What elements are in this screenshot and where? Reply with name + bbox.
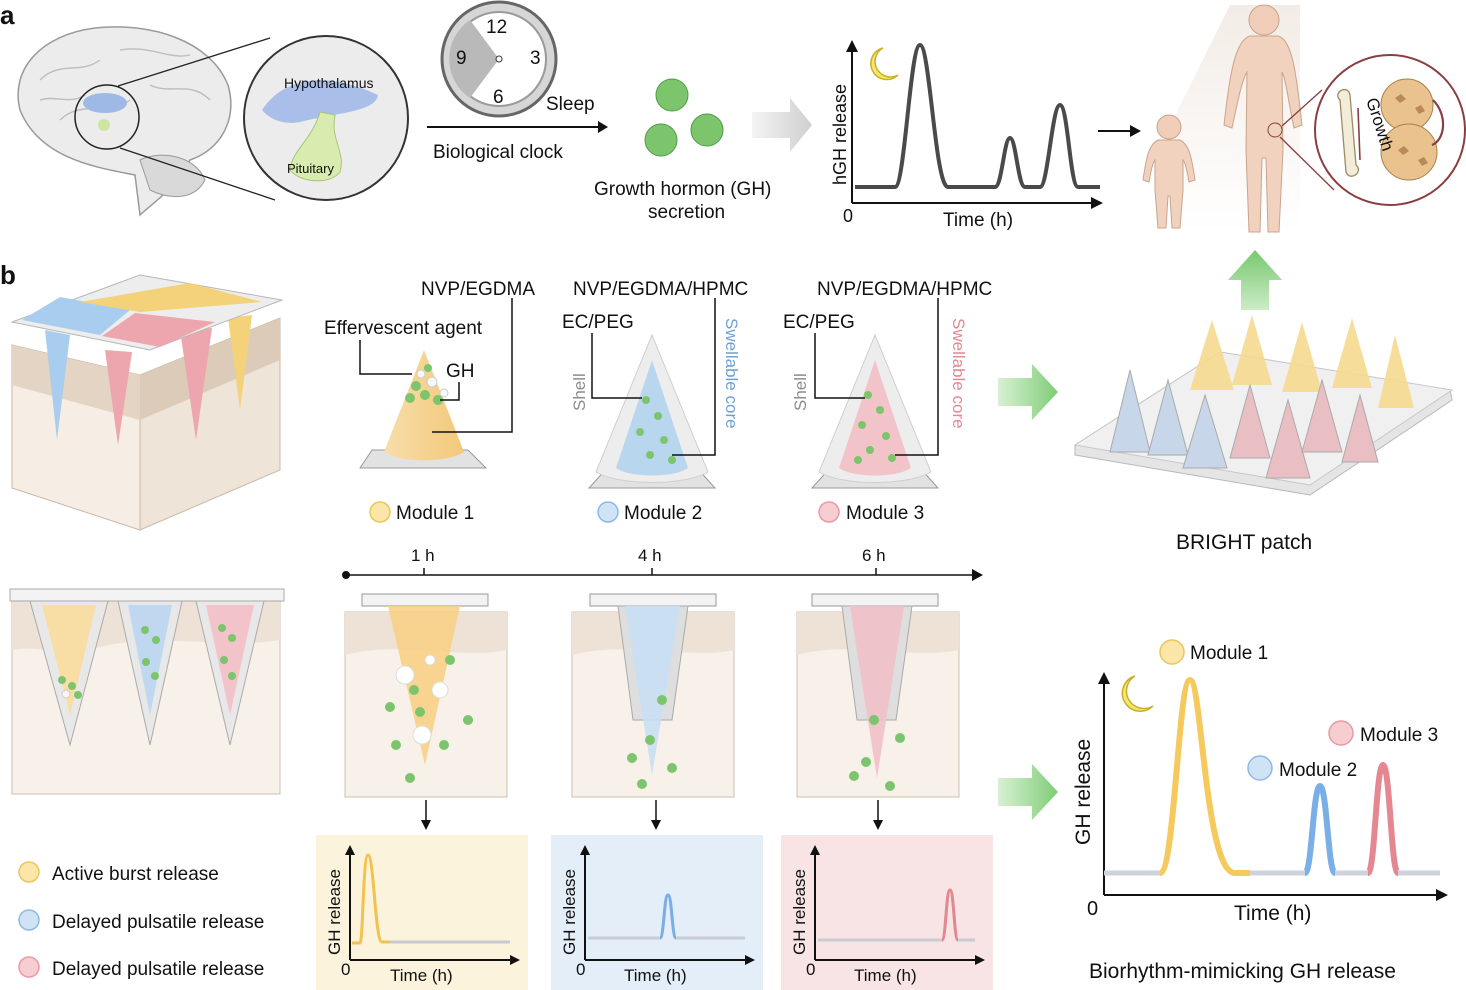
mini2-xlabel: Time (h) (624, 966, 687, 985)
module1-gh: GH (446, 361, 475, 382)
grey-arrow (752, 98, 812, 152)
panel-b-label: b (0, 260, 16, 290)
hgh-ylabel: hGH release (830, 84, 850, 185)
skin-block (10, 274, 284, 531)
moon-icon (870, 47, 899, 81)
module3-material: NVP/EGDMA/HPMC (817, 279, 992, 300)
hgh-xlabel: Time (h) (943, 210, 1013, 231)
timeline-6h: 6 h (862, 546, 886, 565)
module3-shell-mat: EC/PEG (783, 312, 855, 333)
biorhythm-chart: Module 1 Module 2 Module 3 0 Time (h) GH… (1072, 639, 1448, 925)
module1-agent: Effervescent agent (324, 318, 483, 339)
module1-name: Module 1 (396, 503, 474, 524)
timeline: 1 h 4 h 6 h (342, 546, 983, 581)
skin-cross-section (9, 588, 285, 795)
clock-12: 12 (486, 17, 507, 38)
module2-core: Swellable core (722, 318, 741, 429)
clock-6: 6 (493, 87, 504, 108)
green-arrow-up (1228, 250, 1282, 310)
legend: Active burst release Delayed pulsatile r… (18, 861, 264, 980)
module2-shell-mat: EC/PEG (562, 312, 634, 333)
section-6h (796, 593, 960, 798)
moon-icon-b (1121, 675, 1154, 712)
gh-secretion-line2: secretion (648, 202, 725, 223)
brain-illustration (17, 26, 232, 217)
big-module3: Module 3 (1360, 725, 1438, 746)
big-module2: Module 2 (1279, 760, 1357, 781)
legend-swatch-3 (18, 956, 40, 978)
panel-a-label: a (0, 0, 15, 30)
human-figures: Growth (1142, 4, 1466, 233)
module3-cone (810, 333, 940, 489)
hypothalamus-zoom: Hypothalamus Pituitary (243, 35, 409, 201)
clock-9: 9 (456, 48, 467, 69)
big-module1: Module 1 (1190, 643, 1268, 664)
legend-label-3: Delayed pulsatile release (52, 959, 264, 980)
mini3-ylabel: GH release (790, 869, 809, 955)
module3-shell: Shell (791, 373, 810, 411)
big-xlabel: Time (h) (1234, 902, 1311, 925)
down-arrows (421, 800, 883, 830)
bright-patch (1073, 315, 1454, 496)
green-arrow-patch (998, 364, 1058, 420)
patch-label: BRIGHT patch (1176, 531, 1312, 554)
mini-chart-2: 0 Time (h) GH release (551, 835, 763, 990)
module1-material: NVP/EGDMA (421, 279, 535, 300)
sleep-label: Sleep (546, 94, 595, 115)
mini3-xlabel: Time (h) (854, 966, 917, 985)
big-ylabel: GH release (1072, 739, 1095, 845)
gh-secretion-line1: Growth hormon (GH) (594, 179, 771, 200)
module2-material: NVP/EGDMA/HPMC (573, 279, 748, 300)
module2-name: Module 2 (624, 503, 702, 524)
mini2-ylabel: GH release (560, 869, 579, 955)
pituitary-label: Pituitary (287, 161, 334, 176)
hgh-origin: 0 (843, 206, 853, 226)
module2-cone (587, 333, 717, 489)
mini3-origin: 0 (806, 960, 815, 979)
legend-swatch-1 (18, 861, 40, 883)
mini1-origin: 0 (341, 960, 350, 979)
clock-3: 3 (530, 48, 541, 69)
mini-chart-3: 0 Time (h) GH release (781, 835, 993, 990)
legend-label-2: Delayed pulsatile release (52, 912, 264, 933)
big-caption: Biorhythm-mimicking GH release (1089, 960, 1396, 983)
timeline-1h: 1 h (411, 546, 435, 565)
legend-label-1: Active burst release (52, 864, 219, 885)
big-origin: 0 (1087, 898, 1098, 920)
section-1h (344, 593, 508, 798)
module3-name: Module 3 (846, 503, 924, 524)
module3-core: Swellable core (949, 318, 968, 429)
timeline-4h: 4 h (638, 546, 662, 565)
mini2-origin: 0 (576, 960, 585, 979)
clock-icon: 12 3 6 9 (440, 0, 558, 118)
section-4h (571, 593, 735, 798)
mini1-ylabel: GH release (325, 869, 344, 955)
legend-swatch-2 (18, 909, 40, 931)
biological-clock-label: Biological clock (433, 142, 563, 163)
green-arrow-chart (998, 764, 1058, 820)
mini-chart-1: 0 Time (h) GH release (316, 835, 528, 990)
gh-molecules (644, 78, 724, 157)
hypothalamus-label: Hypothalamus (284, 75, 374, 91)
module2-shell: Shell (570, 373, 589, 411)
hgh-chart: 0 Time (h) hGH release (830, 40, 1103, 231)
mini1-xlabel: Time (h) (390, 966, 453, 985)
